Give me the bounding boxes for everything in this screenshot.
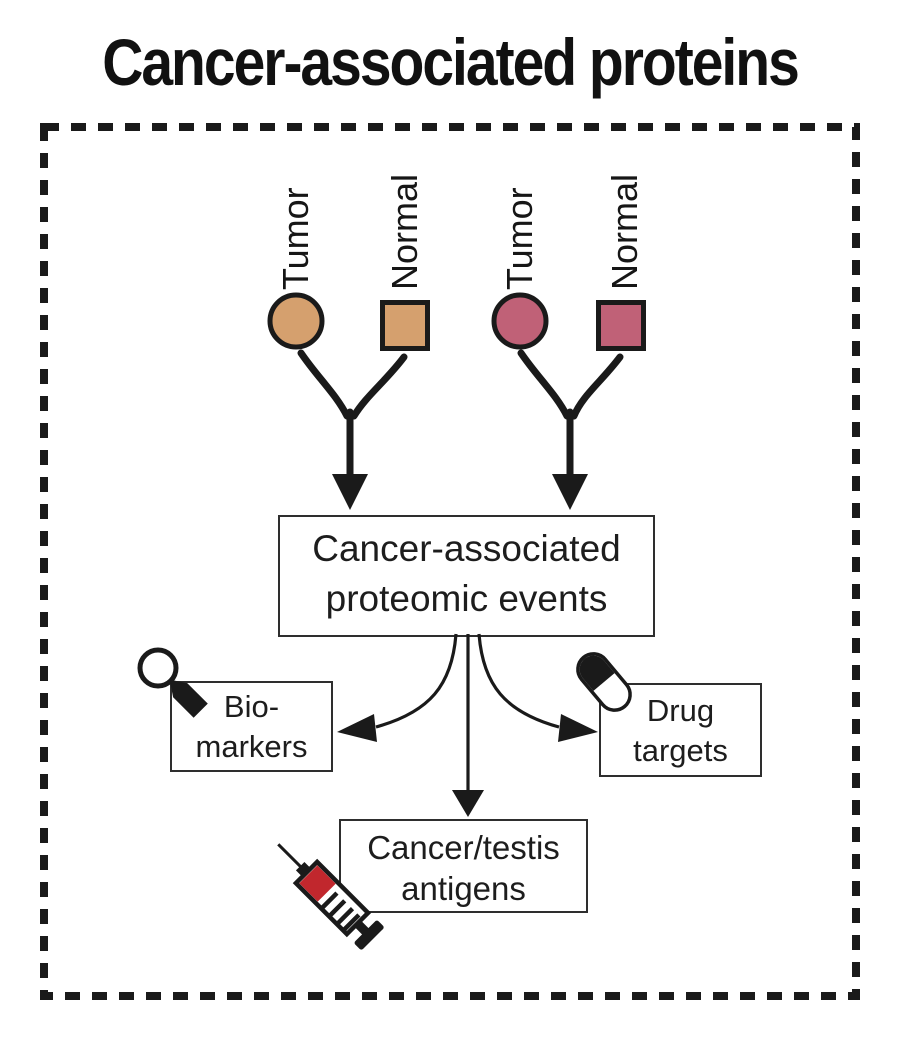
syringe-hub bbox=[295, 861, 313, 879]
merge-arrow-pair2 bbox=[517, 349, 624, 510]
cancer-testis-antigens-box: Cancer/testis antigens bbox=[339, 819, 588, 913]
merge-arrowhead-pair1 bbox=[332, 474, 368, 510]
process-box-line1: Cancer-associated bbox=[312, 528, 621, 569]
process-box-line2: proteomic events bbox=[325, 578, 608, 619]
drug-targets-line1: Drug bbox=[646, 693, 715, 728]
tumor-label-pair1: Tumor bbox=[275, 187, 316, 290]
branch-arrow-drug-targets bbox=[477, 633, 598, 742]
normal-square-pair1 bbox=[380, 300, 430, 351]
syringe-needle bbox=[277, 843, 307, 873]
cancer-testis-line1: Cancer/testis bbox=[367, 829, 560, 866]
normal-label-pair1: Normal bbox=[384, 173, 425, 290]
syringe-plunger-flange bbox=[354, 920, 384, 950]
biomarkers-line1: Bio- bbox=[223, 689, 280, 724]
process-box: Cancer-associated proteomic events bbox=[278, 515, 655, 637]
branch-arrow-biomarkers bbox=[337, 633, 458, 742]
branch-arrow-cancer-testis bbox=[452, 634, 484, 817]
normal-label-pair2: Normal bbox=[604, 173, 645, 290]
syringe-red-fill bbox=[299, 865, 336, 902]
figure-title: Cancer-associated proteins bbox=[102, 25, 800, 101]
normal-square-pair2 bbox=[596, 300, 646, 351]
tumor-circle-pair1 bbox=[267, 292, 325, 350]
biomarkers-line2: markers bbox=[195, 729, 308, 764]
tumor-circle-pair2 bbox=[491, 292, 549, 350]
syringe-plunger-shaft bbox=[354, 920, 370, 936]
cancer-testis-line2: antigens bbox=[401, 870, 526, 907]
biomarkers-box: Bio- markers bbox=[170, 681, 333, 772]
tumor-label-pair2: Tumor bbox=[499, 187, 540, 290]
merge-arrow-pair1 bbox=[297, 349, 408, 510]
merge-arrowhead-pair2 bbox=[552, 474, 588, 510]
drug-targets-box: Drug targets bbox=[599, 683, 762, 777]
drug-targets-line2: targets bbox=[633, 733, 728, 768]
